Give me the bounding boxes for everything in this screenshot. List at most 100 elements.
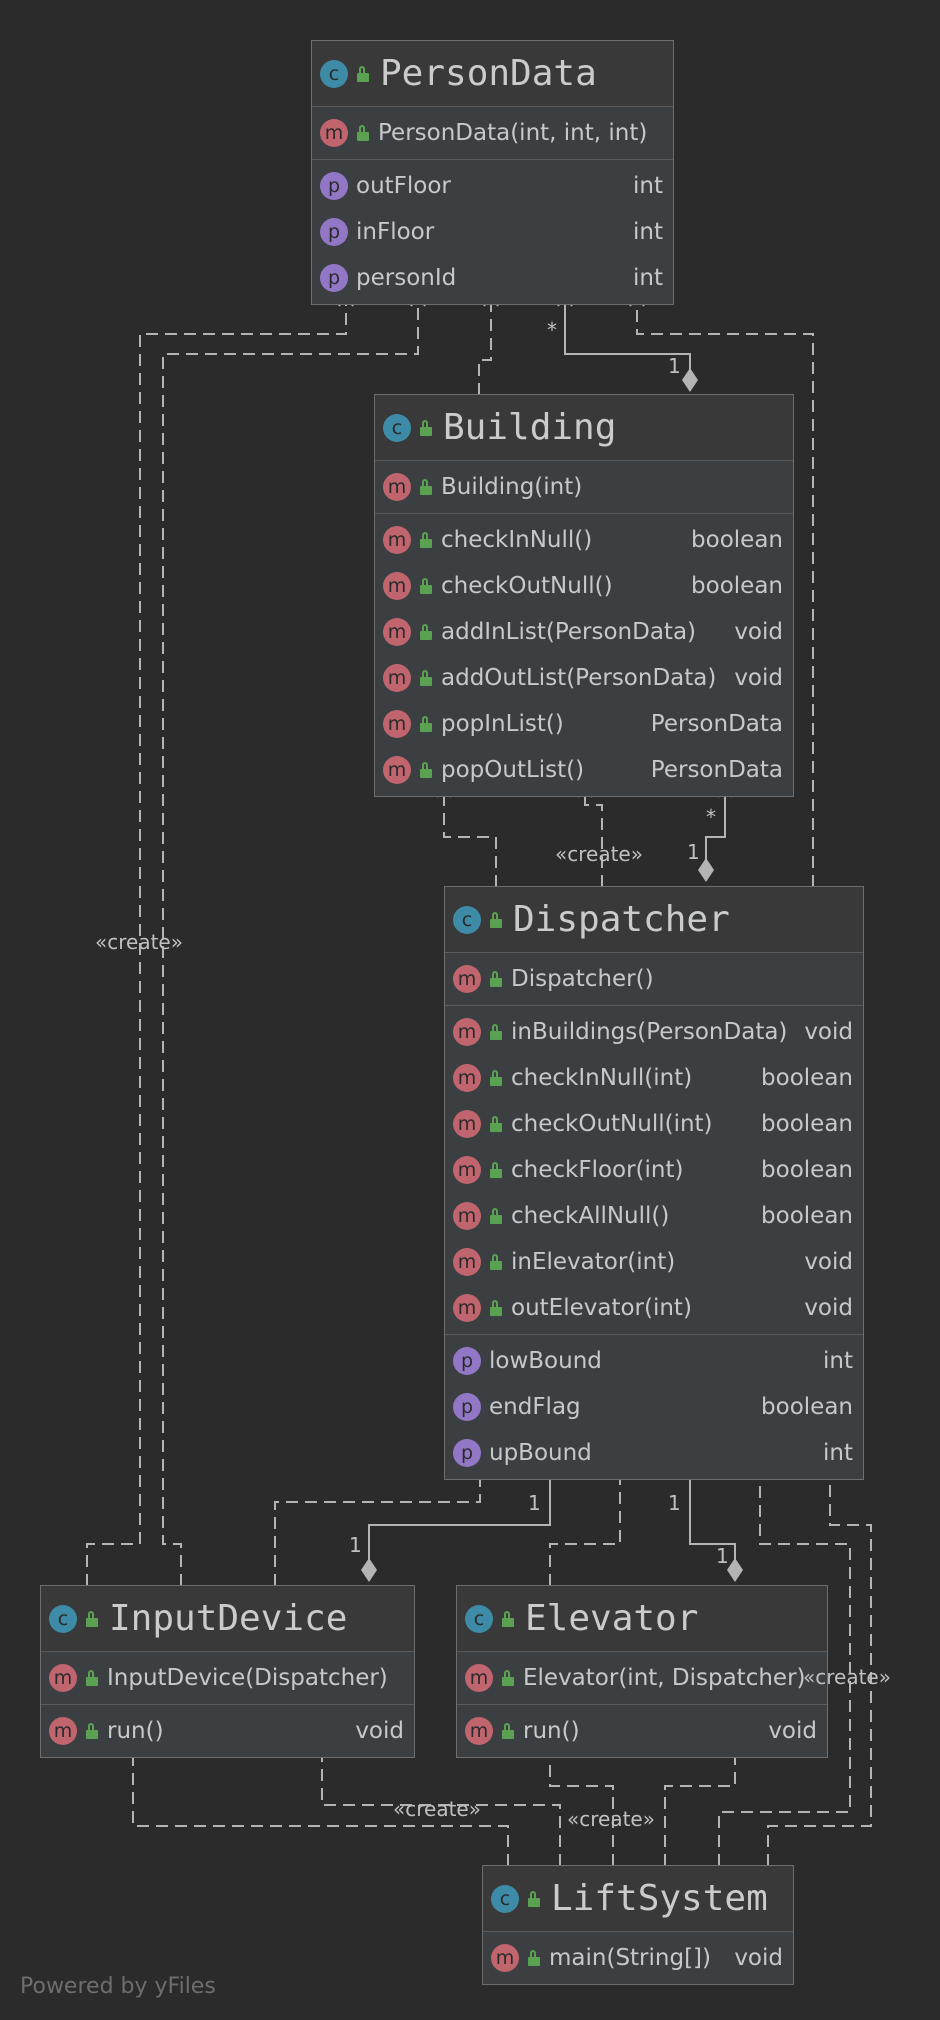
method-icon: m bbox=[453, 1156, 481, 1184]
create-label-inputdevice: «create» bbox=[393, 1797, 481, 1821]
member-section: m Elevator(int, Dispatcher) bbox=[457, 1652, 827, 1705]
member-name: InputDevice(Dispatcher) bbox=[107, 1665, 388, 1691]
member-type: void bbox=[804, 1019, 853, 1045]
member-type: void bbox=[734, 1945, 783, 1971]
member-name: popInList() bbox=[441, 711, 564, 737]
method-icon: m bbox=[453, 1064, 481, 1092]
member-name: checkOutNull(int) bbox=[511, 1111, 713, 1137]
public-lock-icon bbox=[501, 1610, 515, 1627]
public-lock-icon bbox=[85, 1610, 99, 1627]
method-icon: m bbox=[453, 1202, 481, 1230]
multiplicity-label: * bbox=[706, 805, 716, 829]
public-lock-icon bbox=[419, 624, 433, 640]
edge-inputdevice-to-dispatcher bbox=[274, 1463, 488, 1586]
member-type: boolean bbox=[761, 1111, 853, 1137]
class-icon: c bbox=[320, 59, 348, 88]
public-lock-icon bbox=[501, 1670, 515, 1686]
class-icon: c bbox=[383, 413, 411, 442]
public-lock-icon bbox=[489, 1070, 503, 1086]
member-type: boolean bbox=[691, 573, 783, 599]
member-name: lowBound bbox=[489, 1348, 602, 1374]
class-header: c Dispatcher bbox=[445, 887, 863, 953]
public-lock-icon bbox=[489, 911, 503, 928]
member-name: outFloor bbox=[356, 173, 451, 199]
public-lock-icon bbox=[419, 716, 433, 732]
member-type: int bbox=[633, 219, 663, 245]
member-name: inBuildings(PersonData) bbox=[511, 1019, 788, 1045]
public-lock-icon bbox=[489, 971, 503, 987]
aggregation-diamond-elevator bbox=[727, 1558, 743, 1582]
member-name: upBound bbox=[489, 1440, 592, 1466]
public-lock-icon bbox=[419, 532, 433, 548]
method-icon: m bbox=[453, 1018, 481, 1046]
member-type: void bbox=[768, 1718, 817, 1744]
public-lock-icon bbox=[489, 1300, 503, 1316]
method-icon: m bbox=[49, 1717, 77, 1745]
member-type: PersonData bbox=[650, 711, 783, 737]
method-icon: m bbox=[465, 1664, 493, 1692]
method-icon: m bbox=[453, 1294, 481, 1322]
method-row[interactable]: m Elevator(int, Dispatcher) bbox=[457, 1655, 827, 1701]
class-header: c PersonData bbox=[312, 41, 673, 107]
method-row[interactable]: m inBuildings(PersonData) void bbox=[445, 1009, 863, 1055]
create-label-building: «create» bbox=[555, 842, 643, 866]
public-lock-icon bbox=[527, 1890, 541, 1907]
method-row[interactable]: m popOutList() PersonData bbox=[375, 747, 793, 793]
public-lock-icon bbox=[419, 419, 433, 436]
method-icon: m bbox=[383, 756, 411, 784]
method-icon: m bbox=[491, 1944, 519, 1972]
edge-dispatcher-compose-building bbox=[705, 784, 733, 860]
edge-liftsystem-create-elevator bbox=[664, 1744, 743, 1866]
class-icon: c bbox=[491, 1884, 519, 1913]
property-icon: p bbox=[320, 172, 348, 200]
member-name: popOutList() bbox=[441, 757, 585, 783]
multiplicity-label: 1 bbox=[528, 1491, 541, 1515]
public-lock-icon bbox=[489, 1116, 503, 1132]
member-name: Elevator(int, Dispatcher) bbox=[523, 1665, 806, 1691]
member-type: boolean bbox=[761, 1065, 853, 1091]
class-header: c InputDevice bbox=[41, 1586, 414, 1652]
public-lock-icon bbox=[419, 479, 433, 495]
member-type: boolean bbox=[761, 1394, 853, 1420]
member-type: PersonData bbox=[650, 757, 783, 783]
member-type: void bbox=[355, 1718, 404, 1744]
member-type: void bbox=[804, 1249, 853, 1275]
class-title: Dispatcher bbox=[513, 899, 730, 940]
public-lock-icon bbox=[85, 1723, 99, 1739]
edge-building-to-persondata bbox=[478, 293, 499, 395]
